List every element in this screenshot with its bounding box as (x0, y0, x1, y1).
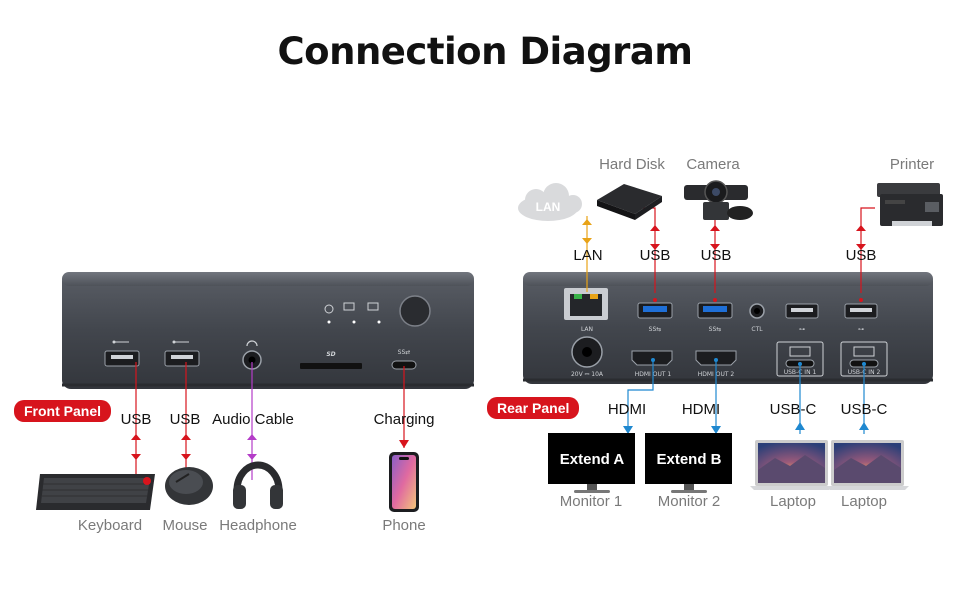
monitor-2-connection-label: HDMI (681, 401, 721, 418)
lan-port-label: LAN (581, 326, 593, 333)
lan-connection-label: LAN (573, 247, 603, 264)
usb-symbol-icon (112, 340, 129, 344)
monitor-2-screen-text: Extend B (656, 451, 721, 468)
keyboard-connection-label: USB (120, 411, 152, 428)
lan-cloud-label: LAN (536, 200, 561, 214)
rear-hub: LAN 20V ⎓ 10A SS⇆ SS⇆ CTL ⊶ (523, 272, 933, 384)
printer-icon (877, 183, 943, 226)
monitor-2-device-label: Monitor 2 (657, 493, 721, 510)
usb-symbol-icon: ⊶ (858, 326, 864, 333)
camera-device-label: Camera (686, 156, 740, 173)
connection-lines (131, 207, 875, 480)
printer-device-label: Printer (889, 156, 935, 173)
lan-cloud-icon: LAN (518, 183, 582, 221)
monitor-1-connection-label: HDMI (607, 401, 647, 418)
printer-connection-label: USB (845, 247, 877, 264)
hard-disk-device-label: Hard Disk (599, 156, 665, 173)
headphone-icon (233, 461, 283, 509)
headphone-device-label: Headphone (219, 517, 297, 534)
headphone-symbol-icon (246, 340, 258, 347)
power-port-label: 20V ⎓ 10A (571, 371, 604, 378)
laptop-1-connection-label: USB-C (769, 401, 817, 418)
laptop-1-icon (750, 440, 833, 490)
phone-device-label: Phone (382, 517, 426, 534)
rear-usb-port-1 (637, 302, 673, 319)
front-usb-port-2 (164, 350, 200, 367)
keyboard-icon (36, 474, 155, 510)
rear-usb-port-3 (785, 303, 819, 319)
rear-usb-port-4 (844, 303, 878, 319)
mouse-device-label: Mouse (162, 517, 208, 534)
svg-text:SD: SD (326, 351, 335, 358)
laptop-2-connection-label: USB-C (840, 401, 888, 418)
sd-card-slot: SD (300, 351, 362, 369)
hard-disk-connection-label: USB (639, 247, 671, 264)
hdmi-port-1 (631, 350, 673, 366)
mouse-connection-label: USB (169, 411, 201, 428)
phone-connection-label: Charging (373, 411, 435, 428)
usb-c-symbol-icon: SS⇄ (398, 349, 411, 356)
ctl-label: CTL (751, 326, 763, 333)
hard-disk-icon (597, 184, 662, 220)
status-indicators (324, 302, 381, 324)
front-usb-port-1 (104, 350, 140, 367)
front-hub: SD SS⇄ (62, 272, 474, 389)
dc-power-port (571, 336, 603, 368)
laptop-1-device-label: Laptop (770, 493, 816, 510)
usb-symbol-icon (172, 340, 189, 344)
camera-connection-label: USB (700, 247, 732, 264)
front-panel-badge: Front Panel (14, 400, 112, 422)
monitor-1-icon: Extend A (548, 433, 635, 493)
lan-port (564, 288, 608, 320)
ss-usb-symbol-icon: SS⇆ (709, 326, 722, 333)
power-button (399, 295, 431, 327)
monitor-1-device-label: Monitor 1 (559, 493, 623, 510)
audio-jack (242, 350, 262, 370)
headphone-connection-label: Audio Cable (212, 411, 294, 428)
mouse-icon (165, 467, 213, 505)
phone-icon (389, 452, 419, 512)
keyboard-device-label: Keyboard (77, 517, 143, 534)
monitor-2-icon: Extend B (645, 433, 732, 493)
rear-usb-port-2 (697, 302, 733, 319)
monitor-1-screen-text: Extend A (560, 451, 625, 468)
rear-panel-badge: Rear Panel (487, 397, 580, 419)
ss-usb-symbol-icon: SS⇆ (649, 326, 662, 333)
ctl-jack (749, 303, 765, 319)
usb-symbol-icon: ⊶ (799, 326, 805, 333)
camera-icon (684, 180, 753, 220)
laptop-2-icon (826, 440, 909, 490)
page-title: Connection Diagram (277, 30, 693, 73)
laptop-2-device-label: Laptop (841, 493, 887, 510)
